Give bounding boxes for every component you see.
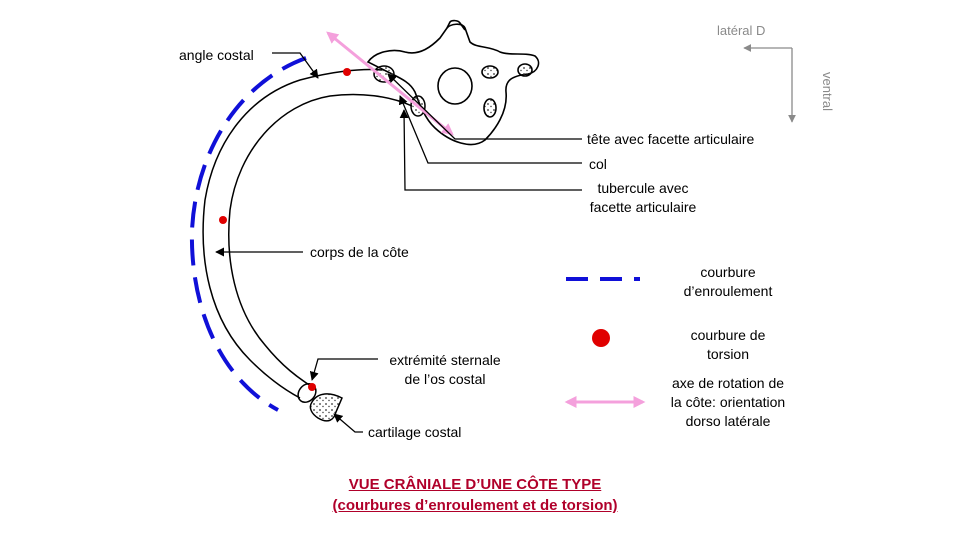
leader-angle-costal <box>272 52 319 79</box>
vertebral-foramen <box>437 67 473 105</box>
legend-torsion-line1: courbure de <box>690 327 766 343</box>
title-line1: VUE CRÂNIALE D’UNE CÔTE TYPE <box>348 476 602 493</box>
enroulement-curve <box>189 56 307 412</box>
legend-torsion-symbol <box>592 329 610 347</box>
torsion-point-2 <box>219 216 227 224</box>
legend-torsion-line2: torsion <box>706 346 750 362</box>
vertebral-facet-body <box>483 98 497 118</box>
leader-cartilage <box>333 413 363 433</box>
label-cartilage: cartilage costal <box>368 424 462 440</box>
label-tubercule-line2: facette articulaire <box>589 199 697 215</box>
rib-inner-edge <box>228 93 413 389</box>
rotation-axis <box>326 31 454 136</box>
legend-axe-text: axe de rotation de la côte: orientation … <box>650 374 806 431</box>
label-angle-costal: angle costal <box>179 47 254 63</box>
vertebra-drawing <box>366 19 540 146</box>
label-extremite-line1: extrémité sternale <box>389 352 501 368</box>
torsion-point-3 <box>308 383 316 391</box>
torsion-point-1 <box>343 68 351 76</box>
vertebra-outline <box>366 23 540 146</box>
label-tubercule-line1: tubercule avec <box>597 180 689 196</box>
legend-enroulement-line2: d’enroulement <box>683 283 773 299</box>
label-extremite: extrémité sternale de l’os costal <box>380 351 510 389</box>
orientation-indicator <box>743 44 796 123</box>
legend-enroulement-line1: courbure <box>700 264 756 280</box>
label-tubercule: tubercule avec facette articulaire <box>584 179 702 217</box>
label-col: col <box>589 156 607 172</box>
label-extremite-line2: de l’os costal <box>404 371 486 387</box>
spinous-process <box>446 19 466 31</box>
legend-enroulement-text: courbure d’enroulement <box>660 263 796 301</box>
label-corps: corps de la côte <box>310 244 409 260</box>
legend-axe-line1: axe de rotation de <box>671 375 785 391</box>
leader-col <box>398 95 582 164</box>
label-tete: tête avec facette articulaire <box>587 131 755 147</box>
legend-torsion-text: courbure de torsion <box>660 326 796 364</box>
diagram-title: VUE CRÂNIALE D’UNE CÔTE TYPE (courbures … <box>240 474 710 516</box>
leader-lines <box>215 52 582 433</box>
legend-axe-line2: la côte: orientation <box>670 394 786 410</box>
leader-extremite <box>309 358 378 381</box>
costal-facet-right-2 <box>517 63 533 77</box>
legend-symbols <box>564 277 646 408</box>
leader-tete <box>387 73 582 140</box>
orientation-lateral-label: latéral D <box>717 23 766 38</box>
leader-tubercule <box>399 109 582 191</box>
orientation-ventral-label: ventral <box>820 71 836 112</box>
costal-facet-right <box>481 65 499 79</box>
legend-axe-line3: dorso latérale <box>685 413 771 429</box>
title-line2: (courbures d’enroulement et de torsion) <box>332 497 618 514</box>
